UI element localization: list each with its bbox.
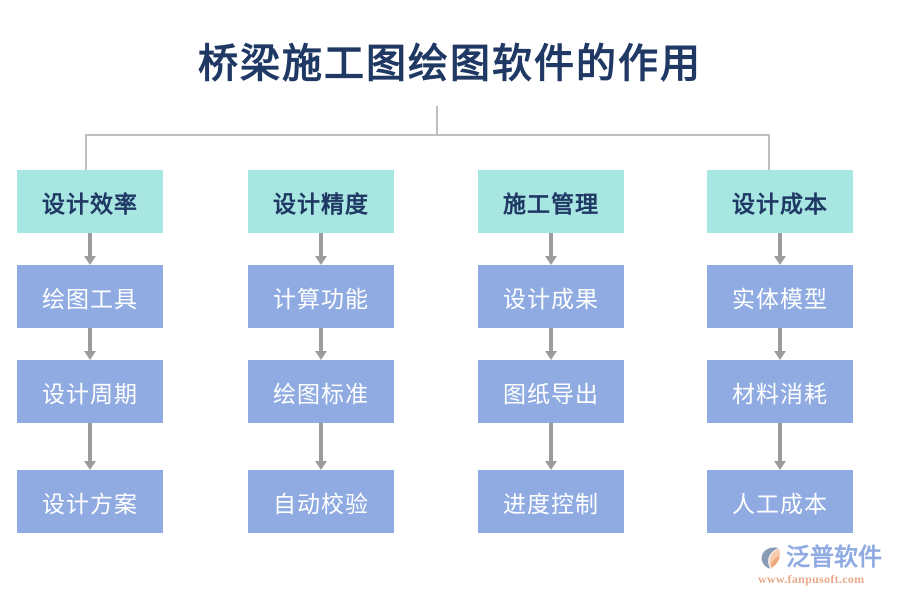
column-item-3-2[interactable]: 人工成本 (707, 470, 853, 533)
arrow-down-icon (774, 423, 786, 470)
column-item-3-0[interactable]: 实体模型 (707, 265, 853, 328)
column-item-2-1[interactable]: 图纸导出 (478, 360, 624, 423)
arrow-down-icon (315, 328, 327, 360)
column-item-0-2[interactable]: 设计方案 (17, 470, 163, 533)
arrow-down-icon (84, 423, 96, 470)
brand-name: 泛普软件 (786, 545, 882, 571)
column-item-0-1[interactable]: 设计周期 (17, 360, 163, 423)
drop-line-left (85, 134, 87, 171)
brand-logo-row: 泛普软件 (757, 543, 882, 573)
brand-logo: 泛普软件 www.fanpusoft.com (757, 543, 895, 589)
page-title: 桥梁施工图绘图软件的作用 (198, 41, 702, 86)
column-header-3[interactable]: 设计成本 (707, 170, 853, 233)
arrow-down-icon (774, 233, 786, 265)
arrow-down-icon (84, 233, 96, 265)
column-item-2-2[interactable]: 进度控制 (478, 470, 624, 533)
column-item-3-1[interactable]: 材料消耗 (707, 360, 853, 423)
drop-line-right (768, 134, 770, 171)
column-header-1[interactable]: 设计精度 (248, 170, 394, 233)
brand-url: www.fanpusoft.com (758, 572, 865, 586)
column-item-1-1[interactable]: 绘图标准 (248, 360, 394, 423)
column-item-2-0[interactable]: 设计成果 (478, 265, 624, 328)
trunk-connector-line (436, 106, 438, 135)
arrow-down-icon (545, 233, 557, 265)
horizontal-bus-line (85, 134, 770, 136)
arrow-down-icon (774, 328, 786, 360)
column-header-2[interactable]: 施工管理 (478, 170, 624, 233)
column-header-0[interactable]: 设计效率 (17, 170, 163, 233)
arrow-down-icon (545, 423, 557, 470)
arrow-down-icon (84, 328, 96, 360)
arrow-down-icon (545, 328, 557, 360)
fanpu-logo-icon (757, 545, 784, 572)
column-item-1-0[interactable]: 计算功能 (248, 265, 394, 328)
column-item-0-0[interactable]: 绘图工具 (17, 265, 163, 328)
arrow-down-icon (315, 423, 327, 470)
arrow-down-icon (315, 233, 327, 265)
column-item-1-2[interactable]: 自动校验 (248, 470, 394, 533)
